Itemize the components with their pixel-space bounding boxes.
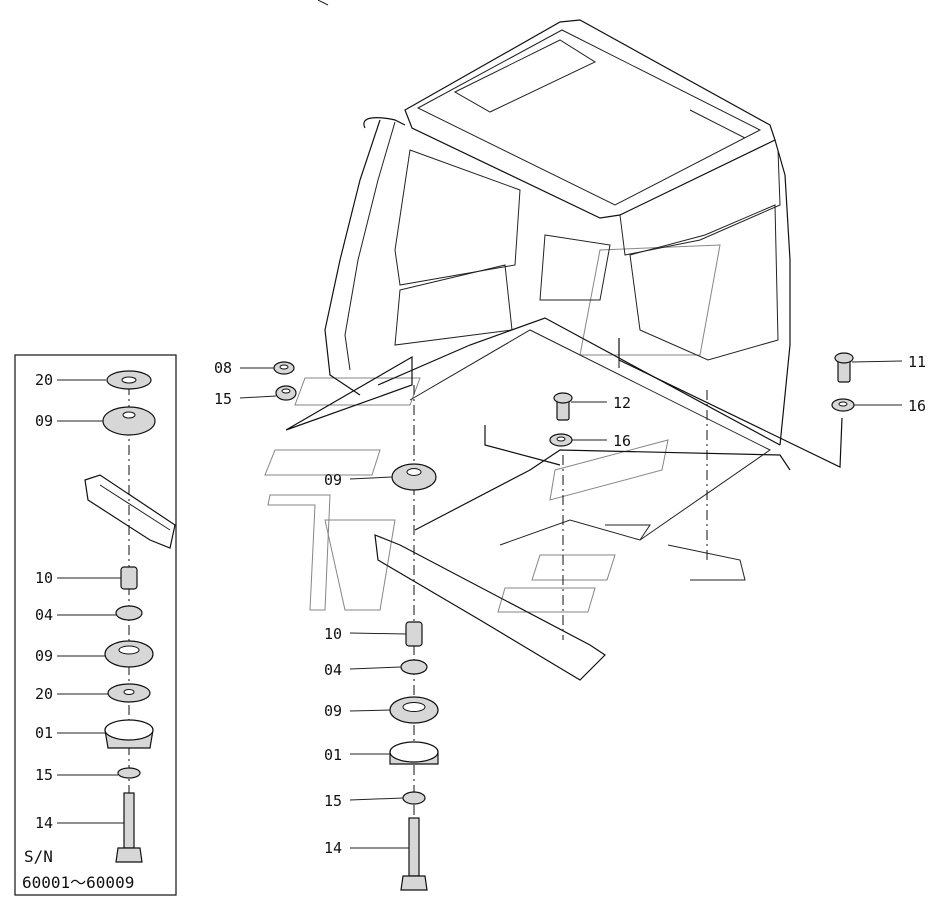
label-15-upper: 15 (214, 390, 232, 408)
label-14: 14 (324, 839, 342, 857)
serial-inset-box: 20 09 10 04 09 20 01 15 14 S/N 60001～600… (14, 354, 177, 896)
inset-label-15: 15 (35, 766, 53, 784)
label-08: 08 (214, 359, 232, 377)
label-15-lower: 15 (324, 792, 342, 810)
inset-label-01: 01 (35, 724, 53, 742)
inset-bolt-14 (123, 792, 135, 849)
label-11: 11 (908, 353, 926, 371)
label-16-center: 16 (613, 432, 631, 450)
inset-label-14: 14 (35, 814, 53, 832)
collar-10 (405, 621, 423, 647)
label-16-right: 16 (908, 397, 926, 415)
inset-label-20-bottom: 20 (35, 685, 53, 703)
bolt-14 (408, 817, 420, 877)
inset-label-09-top: 09 (35, 412, 53, 430)
stray-mark (317, 0, 329, 6)
serial-number-range: 60001～60009 (22, 873, 134, 892)
main-mount-stack: 08 15 09 10 04 09 01 15 14 11 16 12 16 (214, 338, 926, 891)
label-01: 01 (324, 746, 342, 764)
label-12: 12 (613, 394, 631, 412)
cab-outline (324, 19, 791, 681)
cushion-09-top (391, 463, 437, 491)
label-09-top: 09 (324, 471, 342, 489)
inset-label-09-bottom: 09 (35, 647, 53, 665)
inset-label-20-top: 20 (35, 371, 53, 389)
label-10: 10 (324, 625, 342, 643)
inset-washer-15 (117, 767, 141, 779)
watermark (264, 244, 721, 613)
inset-label-04: 04 (35, 606, 53, 624)
label-09-bottom: 09 (324, 702, 342, 720)
serial-number-label: S/N (24, 847, 53, 866)
inset-label-10: 10 (35, 569, 53, 587)
inset-bush-04 (115, 605, 143, 621)
inset-collar-10 (120, 566, 138, 590)
washer-15-lower (402, 791, 426, 805)
label-04: 04 (324, 661, 342, 679)
inset-cushion-09-top (102, 406, 156, 436)
bush-04 (400, 659, 428, 675)
